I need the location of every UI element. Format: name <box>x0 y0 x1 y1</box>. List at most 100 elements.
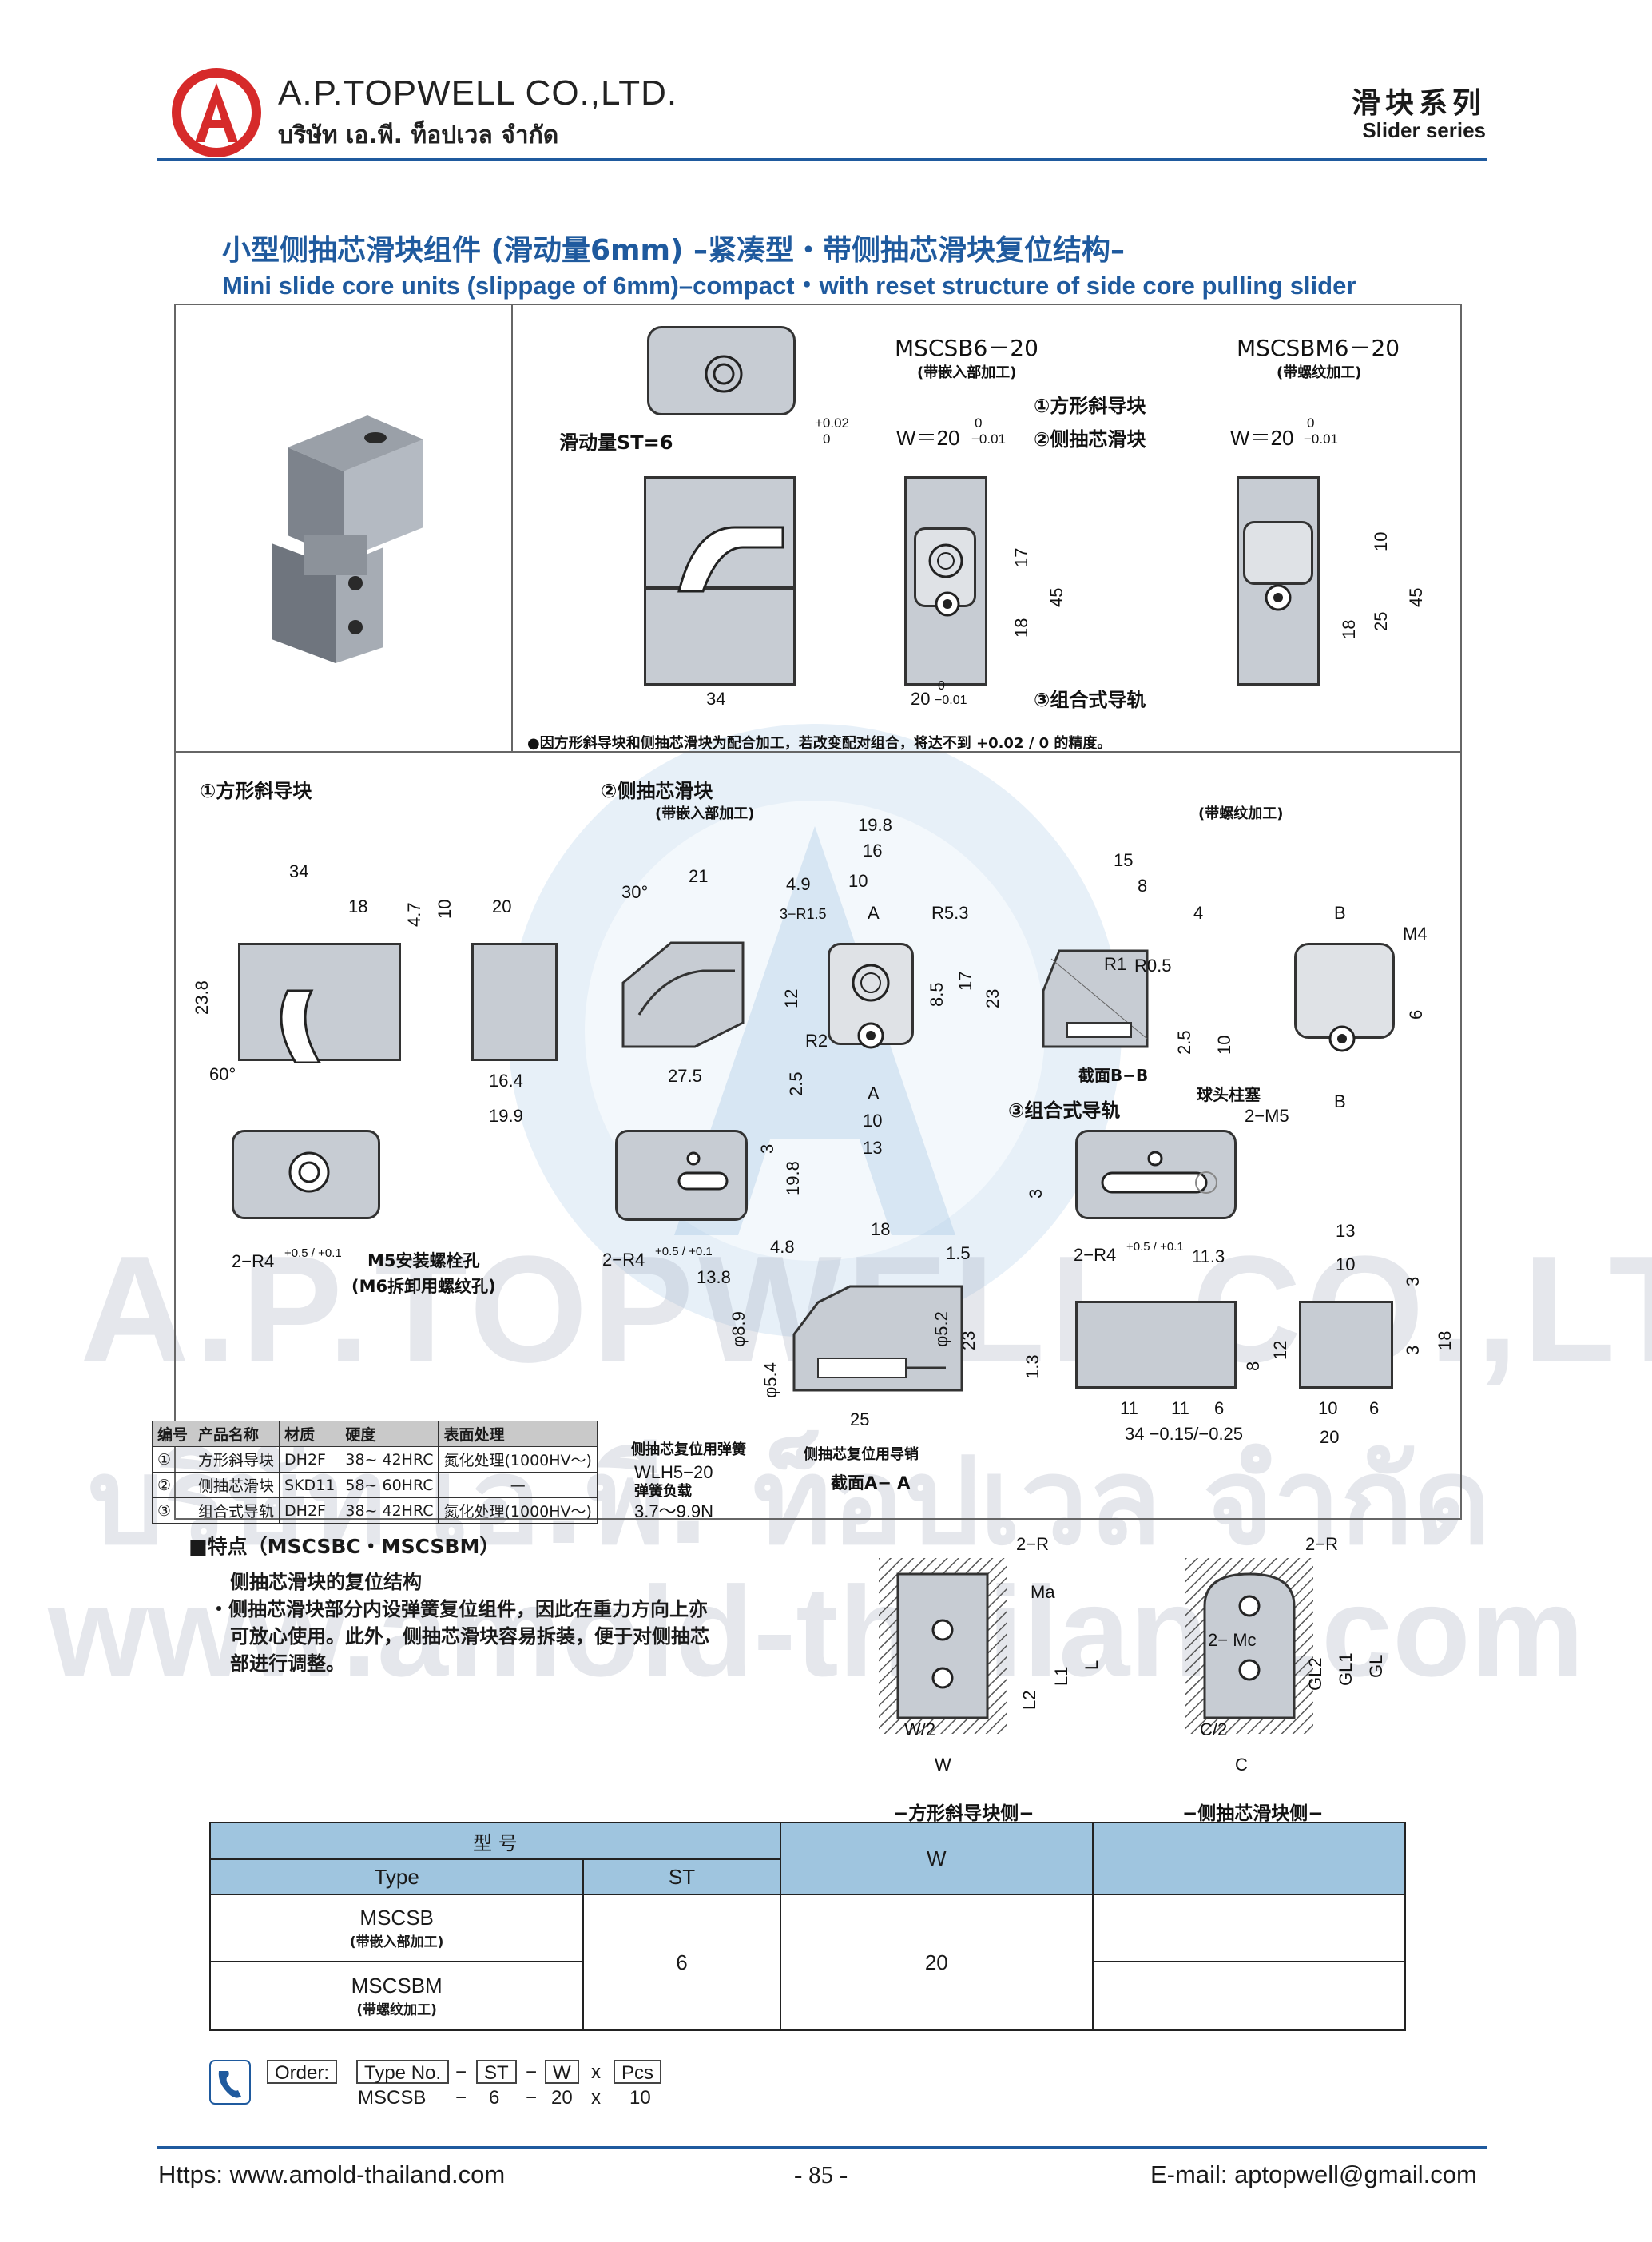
dim-19-8-part2: 19.8 <box>858 815 892 835</box>
dim-34-top: 34 <box>706 689 726 709</box>
dim-4-8-part2: 4.8 <box>770 1237 795 1257</box>
table-cell: ② <box>151 1472 194 1498</box>
part2-bore-icon <box>852 964 890 1002</box>
dim-phi52: φ5.2 <box>931 1311 951 1347</box>
detail-part2b-note: (带螺纹加工) <box>1198 805 1284 822</box>
dim-20-bottom-a: 20 <box>911 689 931 709</box>
pairing-note: ●因方形斜导块和侧抽芯滑块为配合加工，若改变配对组合，将达不到 +0.02 / … <box>527 732 1111 753</box>
table-cell: ③ <box>151 1497 194 1524</box>
part2-plunger-icon <box>857 1022 884 1049</box>
dim-20-part3: 20 <box>1320 1427 1340 1447</box>
detail-part1-title: ①方形斜导块 <box>200 780 312 802</box>
spring-label: 侧抽芯复位用弹簧 <box>631 1441 746 1458</box>
w-label-b: W＝20 <box>1230 426 1294 450</box>
w-tol-minus-b: −0.01 <box>1304 431 1339 447</box>
section-aa-label: 截面A− A <box>831 1473 911 1493</box>
part2b-m4-hole-icon <box>1328 1025 1356 1052</box>
pairing-note-text: ●因方形斜导块和侧抽芯滑块为配合加工，若改变配对组合，将达不到 <box>527 735 971 752</box>
mount-diagram-b <box>1185 1558 1313 1734</box>
dim-16-part2: 16 <box>863 841 883 861</box>
model-b-label: MSCSBM6－20 <box>1237 335 1400 361</box>
m5-hole-label: M5安装螺栓孔 <box>367 1251 480 1270</box>
mount-a-r-label: 2−R <box>1016 1534 1049 1554</box>
dim-25-aa: 25 <box>850 1409 870 1429</box>
dim-45-a: 45 <box>1046 587 1066 607</box>
section-b-top: B <box>1334 903 1346 923</box>
dim-1-3-part3: 1.3 <box>1023 1354 1042 1379</box>
table-cell: — <box>438 1472 598 1498</box>
mount-a-l-label: L <box>1082 1660 1102 1670</box>
dim-2-5-part2: 2.5 <box>786 1071 806 1096</box>
table-cell: 38~ 42HRC <box>340 1446 439 1473</box>
part3-label-top: ③组合式导轨 <box>1034 689 1146 711</box>
company-name-en: A.P.TOPWELL CO.,LTD. <box>278 74 678 113</box>
spring-model: WLH5−20 <box>634 1462 713 1482</box>
dim-10-part2b: 10 <box>1214 1035 1234 1055</box>
order-field-pcs: Pcs <box>614 2060 662 2084</box>
table-cell: 氮化处理(1000HV〜) <box>438 1497 598 1524</box>
dim-13-part2: 13 <box>863 1138 883 1158</box>
frame-divider-vertical <box>511 305 513 753</box>
watermark-line-3: www.amold-thailand.com <box>48 1560 1585 1703</box>
pin-label: 侧抽芯复位用导销 <box>804 1446 919 1463</box>
order-field-type: Type No. <box>356 2060 450 2084</box>
dim-2-5-part2b: 2.5 <box>1174 1030 1194 1055</box>
dim-60-part1: 60° <box>209 1064 236 1084</box>
dim-11-a-part3: 11 <box>1120 1398 1138 1418</box>
stroke-label: 滑动量ST=6 <box>559 431 673 454</box>
phone-order-icon <box>209 2060 251 2105</box>
part2-slot-icon <box>677 1151 729 1191</box>
order-label: Order: <box>267 2060 338 2084</box>
spec-w-value: 20 <box>779 1894 1094 2031</box>
ball-plunger-label: 球头柱塞 <box>1197 1085 1261 1104</box>
order-example-w: 20 <box>551 2087 573 2109</box>
model-b-note: (带螺纹加工) <box>1277 364 1362 381</box>
dim-4-7-part1: 4.7 <box>404 902 424 927</box>
dim-17-a: 17 <box>1011 547 1031 567</box>
dim-8-part2b: 8 <box>1138 876 1148 896</box>
spec-st-value: 6 <box>582 1894 781 2031</box>
spec-header-blank <box>1091 1822 1407 1895</box>
order-example-sep-1: − <box>455 2087 467 2109</box>
footer-website-link[interactable]: Https: www.amold-thailand.com <box>158 2161 506 2188</box>
dim-23-aa: 23 <box>959 1330 979 1350</box>
table-row: ① 方形斜导块 DH2F 38~ 42HRC 氮化处理(1000HV〜) <box>151 1446 598 1473</box>
section-aa-view <box>792 1285 963 1392</box>
footer-email-link[interactable]: E-mail: aptopwell@gmail.com <box>1150 2161 1477 2188</box>
dim-8-part3: 8 <box>1243 1361 1263 1371</box>
stroke-tol-zero: 0 <box>823 431 831 447</box>
r1-label: R1 <box>1104 954 1127 974</box>
spec-header-w: W <box>779 1822 1094 1895</box>
dim-phi89: φ8.9 <box>729 1311 749 1347</box>
spec-blank-cell <box>1091 1961 1407 2031</box>
mount-b-gl2-label: GL2 <box>1305 1657 1325 1691</box>
side-view-b-slider <box>1243 521 1313 585</box>
dim-25-b: 25 <box>1371 611 1391 631</box>
threaded-hole-icon <box>1265 584 1292 611</box>
footer-divider <box>157 2146 1487 2149</box>
w-label-a: W＝20 <box>896 426 960 450</box>
table-cell: 侧抽芯滑块 <box>193 1472 280 1498</box>
section-bb-view <box>1042 949 1149 1048</box>
section-bb-label: 截面B−B <box>1078 1066 1149 1085</box>
mount-b-gl1-label: GL1 <box>1336 1652 1356 1686</box>
mount-a-w-label: W <box>935 1755 951 1775</box>
mount-b-gl-label: GL <box>1366 1654 1386 1678</box>
mount-b-c-label: C <box>1235 1755 1248 1775</box>
detail-part2-note: (带嵌入部加工) <box>655 805 755 822</box>
company-name-th: บริษัท เอ.พี. ท็อปเวล จำกัด <box>278 121 559 149</box>
part3-front <box>1075 1301 1237 1389</box>
dim-8-5-part2: 8.5 <box>927 982 947 1007</box>
material-table-header: 编号 产品名称 材质 硬度 表面处理 <box>151 1421 598 1447</box>
table-cell: 58~ 60HRC <box>340 1472 439 1498</box>
table-cell: 38~ 42HRC <box>340 1497 439 1524</box>
w-tol-minus-a: −0.01 <box>971 431 1007 447</box>
dim-10-b: 10 <box>1371 531 1391 551</box>
mount-a-ma-label: Ma <box>1031 1582 1055 1602</box>
table-cell: SKD11 <box>279 1472 341 1498</box>
m5-2-label: 2−M5 <box>1245 1106 1289 1126</box>
spec-type-mscsbm-note: (带螺纹加工) <box>356 2002 437 2018</box>
part1-side <box>471 943 558 1061</box>
order-example-st: 6 <box>489 2087 500 2109</box>
dim-23-part2: 23 <box>983 988 1003 1008</box>
